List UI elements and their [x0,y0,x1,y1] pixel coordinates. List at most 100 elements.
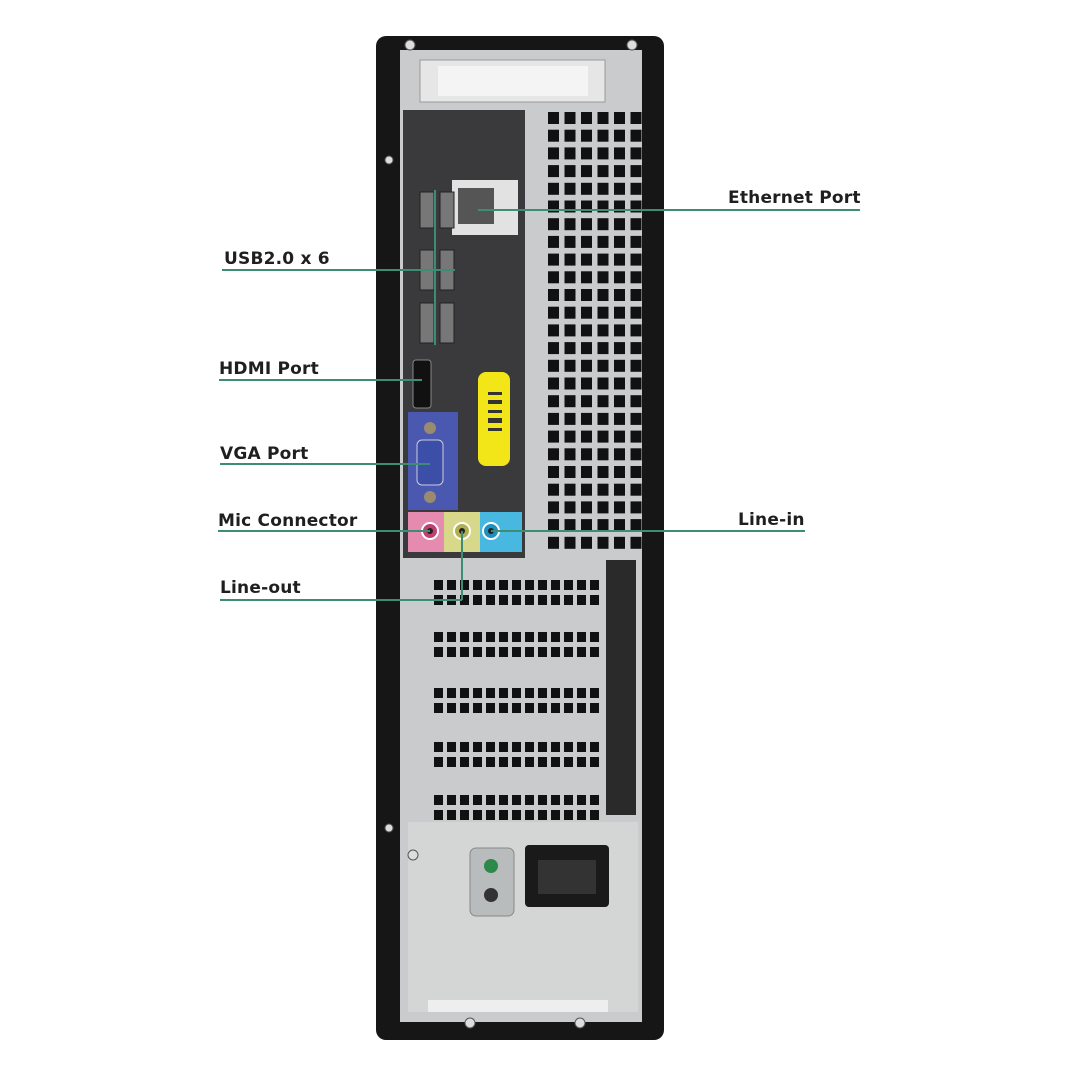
vent-hole [614,519,625,532]
vent-hole [538,580,547,590]
vent-hole [597,253,609,266]
vent-hole [434,580,443,590]
vent-hole [597,324,609,337]
vent-hole [630,359,642,372]
vent-hole [564,519,576,532]
vent-hole [597,377,609,390]
vent-hole [597,501,609,514]
vent-hole [590,632,599,642]
vent-hole [614,448,625,461]
vent-hole [551,703,560,713]
vent-hole [434,688,443,698]
vent-hole [597,519,609,532]
vent-hole [581,519,592,532]
vent-hole [548,395,559,408]
vent-hole [614,306,625,319]
vent-hole [581,306,592,319]
vent-hole [486,810,495,820]
label-mic-connector: Mic Connector [218,511,358,531]
vent-hole [597,395,609,408]
vent-hole [590,580,599,590]
vent-hole [614,377,625,390]
vent-hole [473,703,482,713]
vent-hole [581,147,592,160]
vent-hole [548,200,559,213]
vent-hole [597,412,609,425]
vent-hole [564,810,573,820]
vent-hole [447,632,456,642]
vent-hole [538,647,547,657]
vent-hole [614,536,625,549]
vent-hole [597,182,609,195]
vent-hole [564,448,576,461]
vent-hole [548,483,559,496]
vent-hole [473,742,482,752]
hdmi-port [412,359,432,409]
vent-hole [499,647,508,657]
vent-hole [512,795,521,805]
vent-hole [614,235,625,248]
vent-hole [597,147,609,160]
vent-hole [577,810,586,820]
vent-hole [548,519,559,532]
vent-hole [564,218,576,231]
vent-hole [614,430,625,443]
vent-hole [614,182,625,195]
vent-hole [581,483,592,496]
vent-hole [486,647,495,657]
label-line-in: Line-in [738,510,805,530]
vent-hole [597,359,609,372]
vent-hole [499,688,508,698]
vent-hole [486,795,495,805]
vent-hole [630,253,642,266]
vent-hole [486,757,495,767]
vent-hole [551,810,560,820]
vent-hole [499,632,508,642]
vent-hole [614,483,625,496]
vent-hole [564,688,573,698]
vent-hole [564,430,576,443]
vent-hole [614,253,625,266]
vent-hole [525,688,534,698]
vent-hole [447,580,456,590]
vent-hole [581,412,592,425]
vent-hole [597,200,609,213]
vent-hole [581,377,592,390]
vent-hole [434,742,443,752]
vent-hole [564,412,576,425]
vent-grid [548,112,642,549]
vent-hole [434,810,443,820]
vent-hole [548,324,559,337]
vent-hole [630,448,642,461]
vent-hole [525,810,534,820]
vent-hole [614,165,625,178]
vent-hole [525,742,534,752]
vent-hole [486,595,495,605]
vent-hole [577,688,586,698]
vent-hole [460,742,469,752]
expansion-slot-vents [434,580,599,970]
vent-hole [564,377,576,390]
vent-hole [447,795,456,805]
vent-hole [597,235,609,248]
vent-hole [548,466,559,478]
vent-hole [525,580,534,590]
vent-hole [577,757,586,767]
vent-hole [614,289,625,301]
vent-hole [447,742,456,752]
vent-hole [581,271,592,284]
vent-hole [434,632,443,642]
vent-hole [551,742,560,752]
vent-hole [525,703,534,713]
vent-hole [614,271,625,284]
vent-hole [447,810,456,820]
vent-hole [512,580,521,590]
vent-hole [564,235,576,248]
vent-hole [630,430,642,443]
vent-hole [548,235,559,248]
vent-hole [460,595,469,605]
vent-hole [486,688,495,698]
vent-hole [597,483,609,496]
